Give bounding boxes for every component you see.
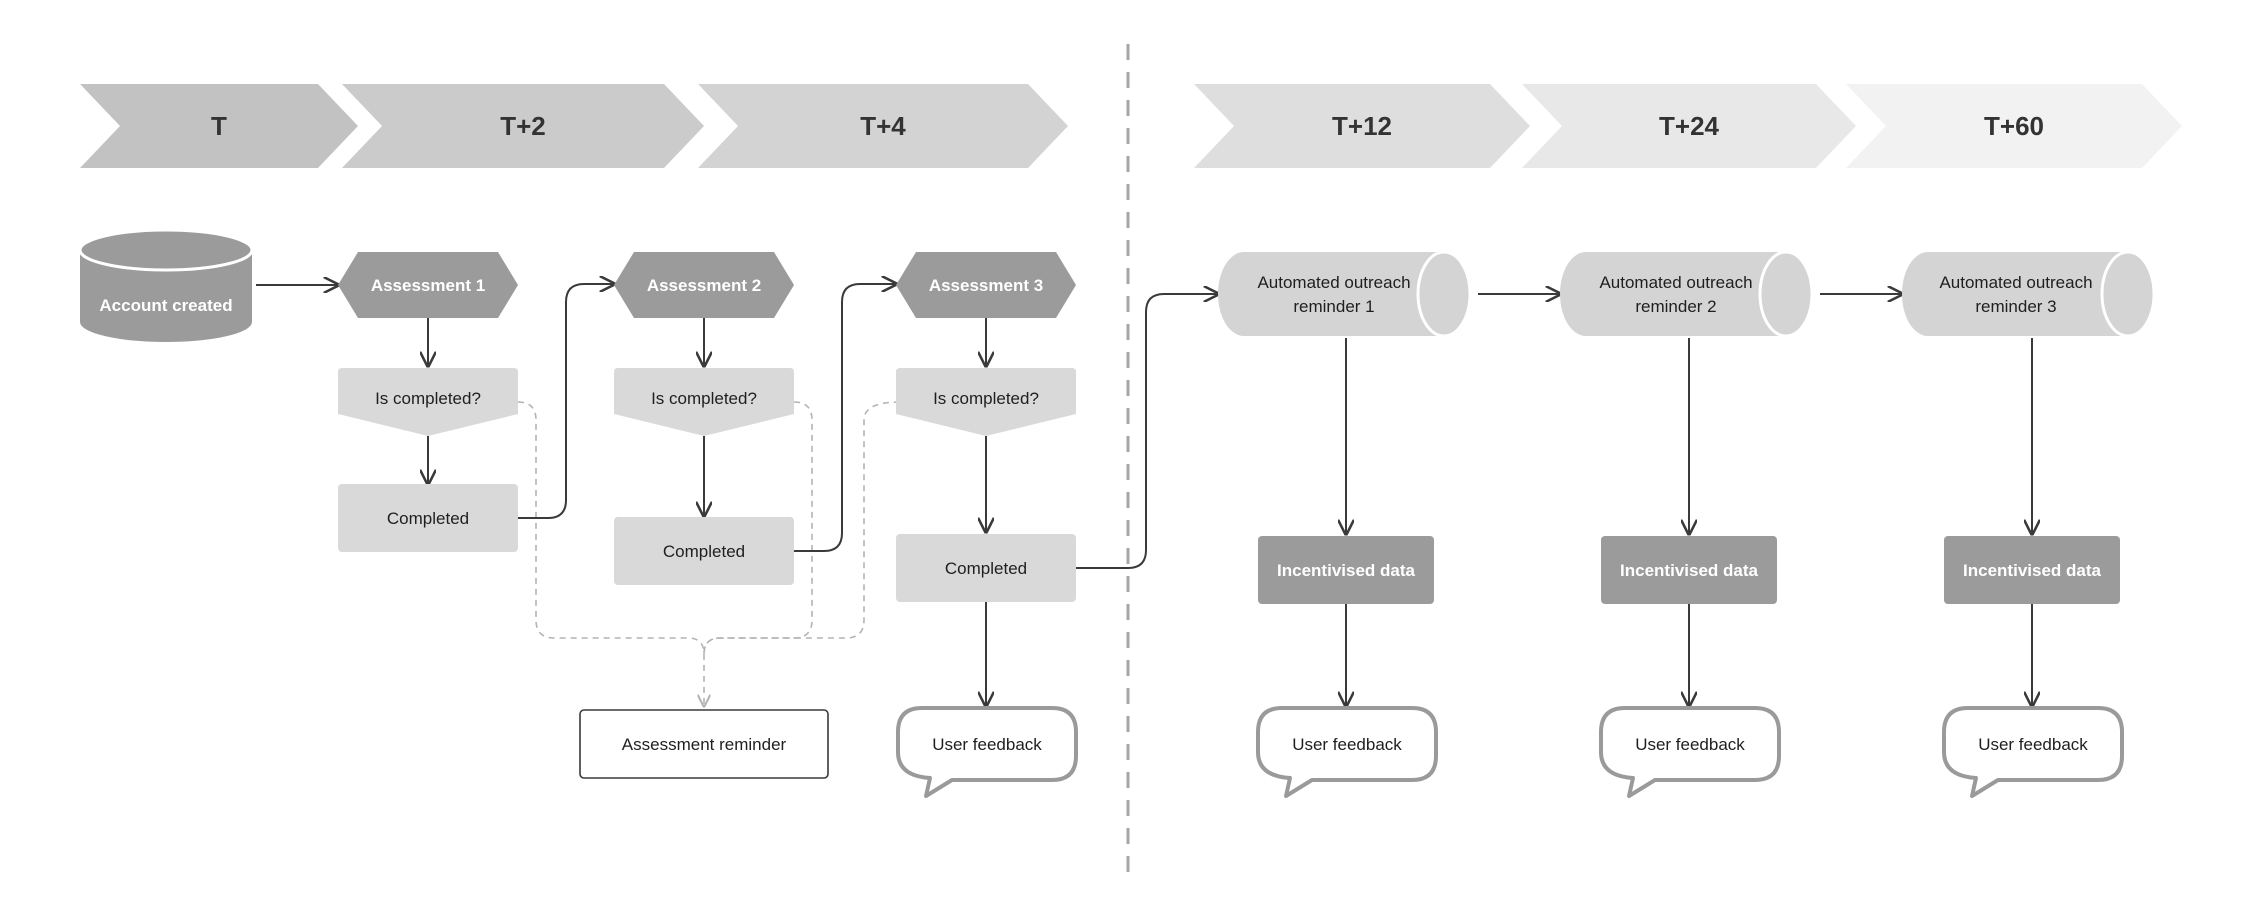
user-feedback-label: User feedback (1978, 735, 2088, 754)
is-completed-label: Is completed? (651, 389, 757, 408)
right-connectors (1346, 294, 2032, 706)
completed-1-node: Completed (338, 484, 518, 552)
assessment-label: Assessment 1 (371, 276, 485, 295)
outreach-reminder-2-node: Automated outreach reminder 2 (1560, 250, 1814, 338)
phase-t-plus-12: T+12 (1194, 84, 1530, 168)
reminder-box (579, 709, 829, 779)
completed-label: Completed (663, 542, 745, 561)
completed-box (896, 534, 1076, 602)
outreach-reminder-1-node: Automated outreach reminder 1 (1218, 250, 1472, 338)
dashed-edge (703, 401, 901, 655)
assessment-reminder-label: Assessment reminder (622, 735, 787, 754)
speech-bubble (1599, 706, 1781, 798)
reminder-connectors (517, 401, 901, 706)
incentivised-data-3-node: Incentivised data (1944, 536, 2120, 604)
phase-t-plus-2: T+2 (342, 84, 704, 168)
completed-label: Completed (387, 509, 469, 528)
decision-shape (896, 368, 1076, 436)
account-created-label: Account created (99, 296, 232, 315)
phase-label: T+2 (500, 111, 546, 141)
user-feedback-label: User feedback (1635, 735, 1745, 754)
outreach-label-line1: Automated outreach (1939, 273, 2092, 292)
cylinder-shape (1218, 252, 1470, 336)
incentivised-label: Incentivised data (1277, 561, 1415, 580)
is-completed-2-node: Is completed? (614, 368, 794, 436)
phase-t-plus-60: T+60 (1846, 84, 2182, 168)
phase-chevron (1194, 84, 1530, 168)
database-shape (80, 250, 252, 342)
is-completed-label: Is completed? (375, 389, 481, 408)
decision-shape (338, 368, 518, 436)
edge (518, 284, 614, 519)
cylinder-end (1416, 250, 1472, 338)
left-connectors (256, 284, 1218, 706)
outreach-label-line2: reminder 1 (1293, 297, 1374, 316)
phase-chevron (1846, 84, 2182, 168)
incentivised-data-2-node: Incentivised data (1601, 536, 1777, 604)
assessment-hexagon (896, 252, 1076, 318)
cylinder-end (1758, 250, 1814, 338)
speech-bubble (896, 706, 1078, 798)
assessment-hexagon (614, 252, 794, 318)
completed-box (338, 484, 518, 552)
is-completed-3-node: Is completed? (896, 368, 1076, 436)
phase-t-plus-24: T+24 (1522, 84, 1856, 168)
outreach-label-line1: Automated outreach (1257, 273, 1410, 292)
decision-shape (614, 368, 794, 436)
completed-label: Completed (945, 559, 1027, 578)
speech-bubble (1942, 706, 2124, 798)
assessment-label: Assessment 3 (929, 276, 1043, 295)
database-top (78, 228, 254, 272)
assessment-1-node: Assessment 1 (338, 252, 518, 318)
phase-label: T (211, 111, 227, 141)
user-feedback-4-node: User feedback (1942, 706, 2124, 798)
phase-t: T (80, 84, 358, 168)
edge (794, 284, 896, 552)
phase-header: T T+2 T+4 T+12 T+24 T+60 (80, 84, 2182, 168)
user-feedback-label: User feedback (932, 735, 1042, 754)
cylinder-shape (1902, 252, 2154, 336)
account-created-node: Account created (78, 228, 254, 342)
assessment-2-node: Assessment 2 (614, 252, 794, 318)
edge (1076, 294, 1218, 569)
user-feedback-2-node: User feedback (1256, 706, 1438, 798)
assessment-hexagon (338, 252, 518, 318)
phase-label: T+24 (1659, 111, 1720, 141)
incentivised-box (1601, 536, 1777, 604)
is-completed-label: Is completed? (933, 389, 1039, 408)
outreach-label-line2: reminder 2 (1635, 297, 1716, 316)
outreach-reminder-3-node: Automated outreach reminder 3 (1902, 250, 2156, 338)
user-feedback-label: User feedback (1292, 735, 1402, 754)
dashed-edge (517, 401, 704, 706)
assessment-label: Assessment 2 (647, 276, 761, 295)
completed-2-node: Completed (614, 517, 794, 585)
phase-chevron (342, 84, 704, 168)
speech-bubble (1256, 706, 1438, 798)
assessment-3-node: Assessment 3 (896, 252, 1076, 318)
is-completed-1-node: Is completed? (338, 368, 518, 436)
incentivised-box (1944, 536, 2120, 604)
completed-box (614, 517, 794, 585)
cylinder-shape (1560, 252, 1812, 336)
cylinder-end (2100, 250, 2156, 338)
phase-chevron (80, 84, 358, 168)
phase-label: T+4 (860, 111, 906, 141)
incentivised-box (1258, 536, 1434, 604)
incentivised-data-1-node: Incentivised data (1258, 536, 1434, 604)
user-feedback-3-node: User feedback (1599, 706, 1781, 798)
assessment-reminder-node: Assessment reminder (579, 709, 829, 779)
completed-3-node: Completed (896, 534, 1076, 602)
user-feedback-1-node: User feedback (896, 706, 1078, 798)
outreach-label-line1: Automated outreach (1599, 273, 1752, 292)
outreach-label-line2: reminder 3 (1975, 297, 2056, 316)
phase-chevron (1522, 84, 1856, 168)
incentivised-label: Incentivised data (1620, 561, 1758, 580)
phase-t-plus-4: T+4 (698, 84, 1068, 168)
phase-chevron (698, 84, 1068, 168)
phase-label: T+12 (1332, 111, 1392, 141)
phase-label: T+60 (1984, 111, 2044, 141)
incentivised-label: Incentivised data (1963, 561, 2101, 580)
